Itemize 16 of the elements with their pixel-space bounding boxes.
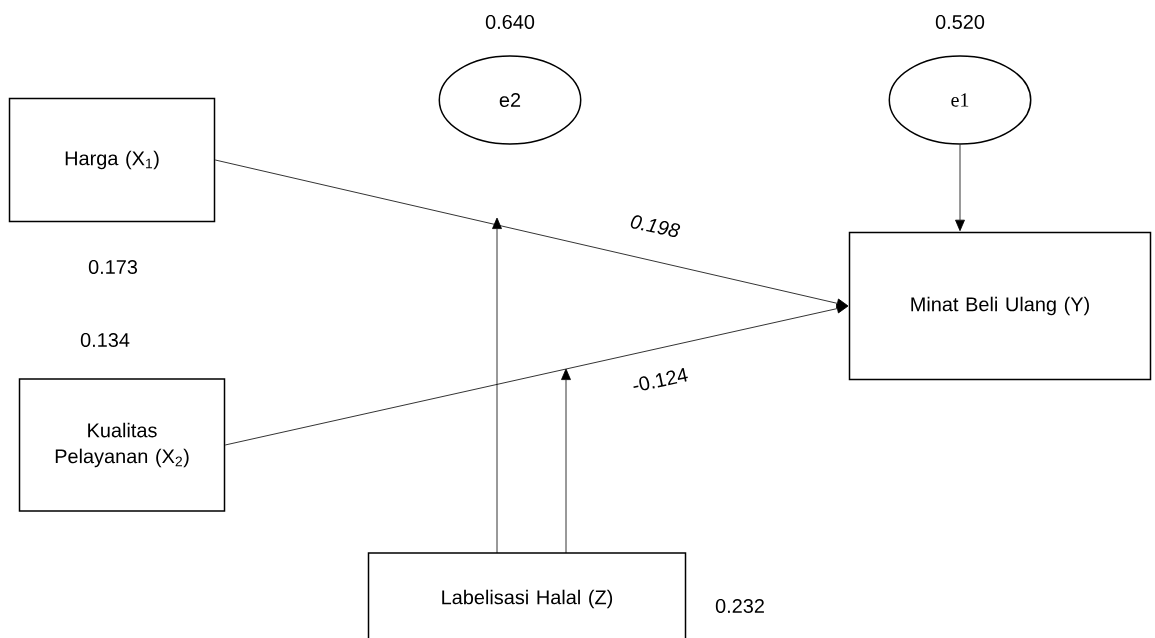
value-label: 0.520 xyxy=(935,14,985,30)
variable-box: Harga (X$_{1}$) xyxy=(8,97,216,223)
arrow xyxy=(955,144,965,232)
coefficient-label: 0.198 xyxy=(627,212,683,240)
value-label: 0.640 xyxy=(485,14,535,30)
arrow xyxy=(224,303,849,446)
value-label: 0.232 xyxy=(715,598,764,614)
arrow xyxy=(214,159,849,309)
coefficient-label: 0.173 xyxy=(88,259,138,275)
variable-box: Kualitas Pelayanan (X$_{2}$) xyxy=(18,378,226,512)
arrow xyxy=(492,217,502,554)
coefficient-label: 0.134 xyxy=(80,332,130,348)
coefficient-label: -0.124 xyxy=(629,366,691,394)
variable-box: Minat Beli Ulang (Y) xyxy=(848,231,1152,381)
arrow xyxy=(561,368,571,554)
variable-box: Labelisasi Halal (Z) xyxy=(367,552,687,638)
